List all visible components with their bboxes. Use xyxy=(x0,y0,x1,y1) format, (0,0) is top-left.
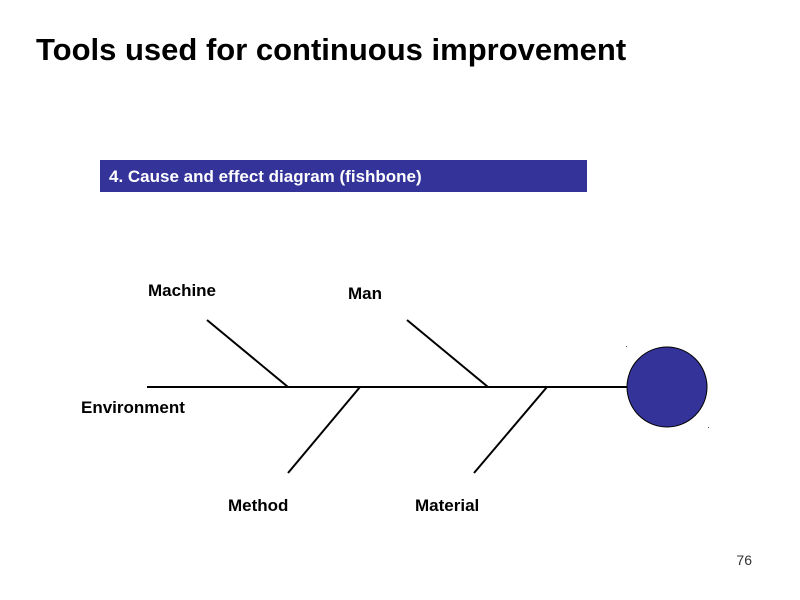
cause-label-environment: Environment xyxy=(81,398,185,417)
cause-label-man: Man xyxy=(348,284,382,303)
head-bbox-mark-top xyxy=(626,346,627,347)
bone-man xyxy=(406,319,489,388)
bone-method xyxy=(287,386,361,474)
fishbone-head-effect xyxy=(626,346,708,428)
cause-label-machine: Machine xyxy=(148,281,217,300)
cause-label-method: Method xyxy=(228,496,289,515)
slide-title: Tools used for continuous improvement xyxy=(36,32,627,67)
page-number: 76 xyxy=(736,552,752,568)
cause-label-material: Material xyxy=(415,496,480,515)
bone-machine xyxy=(206,319,289,388)
section-banner: 4. Cause and effect diagram (fishbone) xyxy=(100,160,587,192)
head-bbox-mark-bottom xyxy=(708,427,709,428)
bone-material xyxy=(473,386,548,474)
